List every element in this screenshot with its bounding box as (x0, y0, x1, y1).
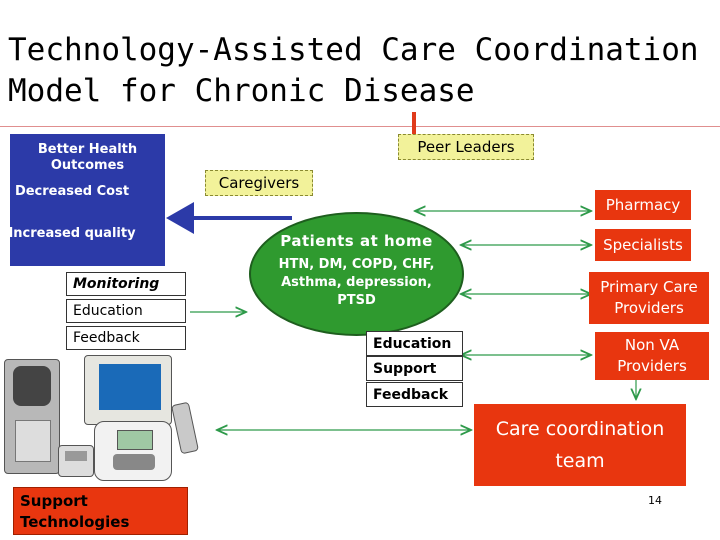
outcome-decreased-cost: Decreased Cost (14, 184, 130, 199)
outcomes-panel: Better Health Outcomes Decreased Cost In… (8, 134, 165, 266)
non-va-box: Non VA Providers (595, 332, 709, 380)
computer-monitor-icon (84, 355, 172, 425)
device-illustrations (0, 355, 215, 485)
page-number: 14 (648, 494, 662, 507)
care-team-box: Care coordination team (474, 404, 686, 486)
pharmacy-box: Pharmacy (595, 190, 691, 220)
specialists-box: Specialists (595, 229, 691, 261)
patients-oval: Patients at home HTN, DM, COPD, CHF, Ast… (249, 212, 464, 336)
outcome-increased-quality: Increased quality (8, 226, 136, 241)
title-line-1: Technology-Assisted Care Coordination (8, 32, 699, 68)
center-support: Support (366, 356, 463, 381)
caregivers-box: Caregivers (205, 170, 313, 196)
feedback-box: Feedback (66, 326, 186, 350)
accent-bar (412, 112, 416, 134)
monitoring-box: Monitoring (66, 272, 186, 296)
slide-title: Technology-Assisted Care Coordination Mo… (8, 30, 718, 112)
phone-device-icon (4, 359, 60, 474)
monitoring-device-icon (94, 421, 172, 481)
education-box: Education (66, 299, 186, 323)
title-line-2: Model for Chronic Disease (8, 73, 475, 109)
cell-phone-icon (170, 401, 200, 455)
meter-device-icon (58, 445, 94, 477)
primary-care-box: Primary Care Providers (589, 272, 709, 324)
outcome-better-health: Better Health Outcomes (37, 142, 138, 173)
peer-leaders-box: Peer Leaders (398, 134, 534, 160)
support-technologies-label: Support Technologies (13, 487, 188, 535)
center-education: Education (366, 331, 463, 356)
center-feedback: Feedback (366, 382, 463, 407)
title-divider (0, 126, 720, 127)
patients-heading: Patients at home (280, 232, 433, 250)
patients-conditions: HTN, DM, COPD, CHF, Asthma, depression, … (278, 257, 435, 308)
